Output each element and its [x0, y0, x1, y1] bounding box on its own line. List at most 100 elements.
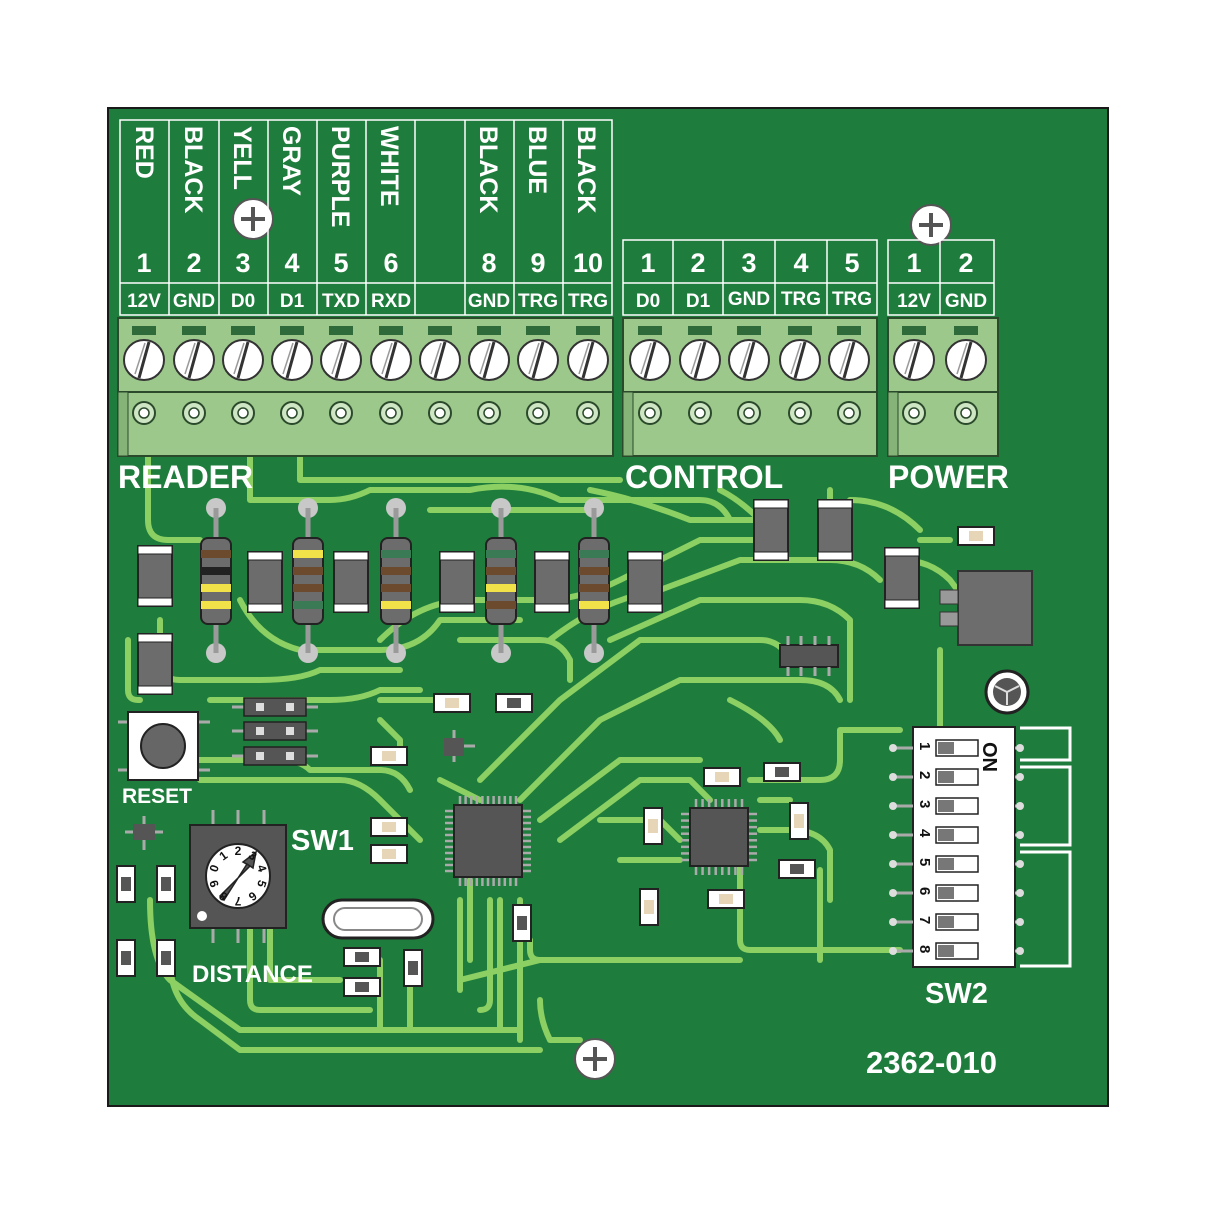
control-signal: TRG [832, 289, 872, 310]
smd-resistor [156, 939, 176, 977]
reader-wire-color: BLACK [179, 126, 207, 214]
reader-wire-color: BLACK [474, 126, 502, 214]
terminal-screw [517, 326, 559, 425]
terminal-screw [173, 326, 215, 425]
reader-pin-number: 2 [186, 248, 201, 278]
part-number: 2362-010 [866, 1045, 997, 1080]
terminal-screw [893, 326, 935, 425]
resistor [292, 498, 324, 663]
control-labels: 1 2 3 4 5 D0 D1 GND TRG TRG [636, 248, 872, 312]
smd-small-parts [116, 526, 995, 997]
reader-pin-number: 4 [284, 248, 299, 278]
reader-pin-number: 3 [235, 248, 250, 278]
reader-signal: D1 [280, 291, 305, 312]
resistor [380, 498, 412, 663]
smd-capacitor [137, 545, 173, 607]
reader-signal: TRG [568, 291, 608, 312]
sw2-lever [935, 768, 979, 786]
terminal-screw [629, 326, 671, 425]
reader-signal: RXD [371, 291, 411, 312]
terminal-screw [271, 326, 313, 425]
control-label-grid [622, 239, 878, 316]
sw2-switch-number: 5 [916, 858, 933, 866]
resistors [200, 498, 610, 663]
reader-signal: TRG [518, 291, 558, 312]
sw2-pin [1016, 889, 1024, 897]
mounting-hole [910, 204, 952, 246]
sw2-on-label: ON [978, 742, 1000, 772]
sw1-dial-digit: 0 [207, 863, 222, 874]
sw1-dial-digit: 9 [206, 878, 221, 889]
smd-resistor [789, 802, 809, 840]
smd-capacitors [137, 499, 920, 695]
smd-resistor [495, 693, 533, 713]
smd-resistor [643, 807, 663, 845]
terminal-screw [679, 326, 721, 425]
sw2-pin [1016, 773, 1024, 781]
reader-signal-labels: 12V GND D0 D1 TXD RXD GND TRG TRG [127, 291, 608, 312]
sw2-pin [1016, 918, 1024, 926]
smd-capacitor [137, 633, 173, 695]
control-signal: D0 [636, 291, 660, 312]
terminal-screws [123, 326, 987, 425]
sw2-dip-switch[interactable] [889, 726, 1024, 968]
resistor [485, 498, 517, 663]
jumper-header [232, 697, 318, 717]
reader-pin-number: 1 [136, 248, 151, 278]
sw2-pin [889, 831, 897, 839]
smd-capacitor [534, 551, 570, 613]
smd-resistor [370, 817, 408, 837]
smd-resistor [116, 865, 136, 903]
control-signal: GND [728, 289, 770, 310]
reader-signal: 12V [127, 291, 161, 312]
electrolytic-capacitor [984, 669, 1030, 715]
smd-resistor [343, 977, 381, 997]
smd-capacitor [627, 551, 663, 613]
jumper-headers[interactable] [232, 697, 318, 766]
smd-capacitor [884, 547, 920, 609]
sw2-lever [935, 913, 979, 931]
smd-capacitor [439, 551, 475, 613]
reader-pin-numbers: 1 2 3 4 5 6 8 9 10 [136, 248, 603, 278]
reader-signal: GND [468, 291, 510, 312]
reader-section-label: READER [118, 459, 253, 495]
smd-capacitor [333, 551, 369, 613]
reader-signal: TXD [322, 291, 360, 312]
terminal-screw [828, 326, 870, 425]
transistor [125, 816, 163, 850]
control-section-label: CONTROL [625, 459, 783, 495]
reader-pin-number: 6 [383, 248, 398, 278]
reader-wire-color: PURPLE [326, 126, 354, 227]
smd-resistor [707, 889, 745, 909]
resistor [200, 498, 232, 663]
reader-wire-color: GRAY [277, 126, 305, 196]
reader-pin-number: 5 [333, 248, 348, 278]
sw2-switch-number: 4 [916, 829, 933, 838]
smd-capacitor [817, 499, 853, 561]
transceiver-ic [681, 799, 757, 875]
power-signal: GND [945, 291, 987, 312]
sw2-pin [889, 918, 897, 926]
power-section-label: POWER [888, 459, 1009, 495]
resistor [578, 498, 610, 663]
reader-wire-color: BLUE [523, 126, 551, 194]
sw2-pin [889, 947, 897, 955]
terminal-screw [320, 326, 362, 425]
reader-pin-number: 9 [530, 248, 545, 278]
sw1-rotary-switch[interactable] [189, 810, 287, 943]
mounting-hole [574, 1038, 616, 1080]
control-pin-number: 3 [741, 248, 756, 278]
small-ic [779, 636, 839, 676]
smd-resistor [512, 904, 532, 942]
sw2-switch-number: 2 [916, 771, 933, 779]
sw1-dial-digit: 2 [235, 844, 242, 858]
reset-button[interactable] [118, 711, 210, 781]
smd-resistor [156, 865, 176, 903]
terminal-screw [567, 326, 609, 425]
distance-label: DISTANCE [192, 961, 313, 988]
transistor [444, 730, 475, 762]
smd-capacitor [753, 499, 789, 561]
sw2-switch-number: 7 [916, 916, 933, 924]
reader-label-grid [119, 119, 613, 316]
terminal-screw [123, 326, 165, 425]
